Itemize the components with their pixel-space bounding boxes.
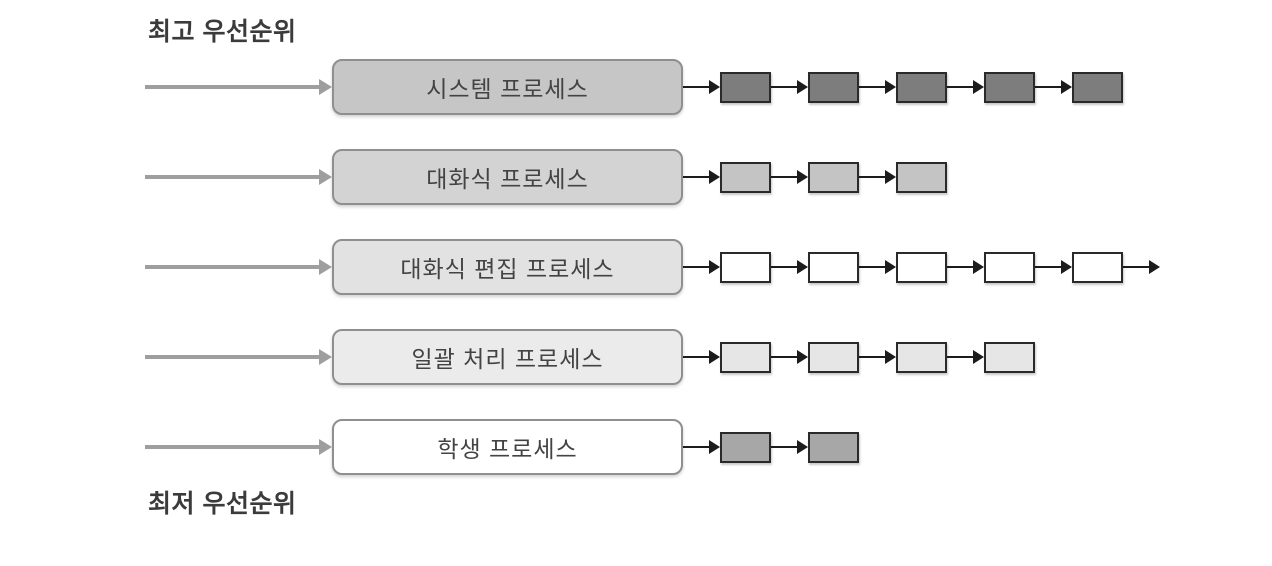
connector-arrow-icon	[771, 260, 808, 275]
queue-label: 학생 프로세스	[437, 436, 578, 462]
process-node	[896, 341, 947, 373]
queue-row-interactive-editing-process: 대화식 편집 프로세스	[145, 239, 1160, 295]
queue-box-system-process: 시스템 프로세스	[332, 59, 683, 115]
process-node	[808, 341, 859, 373]
feed-arrow	[145, 79, 332, 95]
process-node	[808, 71, 859, 103]
queue-row-student-process: 학생 프로세스	[145, 419, 859, 475]
connector-arrow-icon	[683, 350, 720, 365]
process-node	[808, 161, 859, 193]
process-node	[808, 251, 859, 283]
feed-arrow	[145, 439, 332, 455]
queue-label: 일괄 처리 프로세스	[411, 346, 604, 372]
process-node	[720, 71, 771, 103]
connector-arrow-icon	[1035, 260, 1072, 275]
process-node	[808, 431, 859, 463]
queue-row-interactive-process: 대화식 프로세스	[145, 149, 947, 205]
connector-arrow-icon	[859, 350, 896, 365]
connector-arrow-icon	[859, 80, 896, 95]
trailing-arrow-icon	[1123, 260, 1160, 275]
feed-arrow	[145, 169, 332, 185]
connector-arrow-icon	[947, 260, 984, 275]
process-node	[720, 431, 771, 463]
lowest-priority-label: 최저 우선순위	[148, 490, 297, 518]
connector-arrow-icon	[683, 170, 720, 185]
process-node	[896, 161, 947, 193]
queue-box-student-process: 학생 프로세스	[332, 419, 683, 475]
feed-arrow	[145, 349, 332, 365]
process-node	[720, 251, 771, 283]
highest-priority-label: 최고 우선순위	[148, 18, 297, 46]
connector-arrow-icon	[683, 260, 720, 275]
process-node	[720, 341, 771, 373]
connector-arrow-icon	[859, 170, 896, 185]
queue-box-batch-process: 일괄 처리 프로세스	[332, 329, 683, 385]
connector-arrow-icon	[771, 350, 808, 365]
process-node	[1072, 251, 1123, 283]
connector-arrow-icon	[947, 350, 984, 365]
process-node	[896, 71, 947, 103]
queue-label: 대화식 프로세스	[426, 166, 589, 192]
connector-arrow-icon	[771, 440, 808, 455]
process-node	[720, 161, 771, 193]
process-node	[984, 251, 1035, 283]
process-node	[1072, 71, 1123, 103]
connector-arrow-icon	[683, 440, 720, 455]
queue-label: 대화식 편집 프로세스	[400, 256, 615, 282]
queue-row-batch-process: 일괄 처리 프로세스	[145, 329, 1035, 385]
process-node	[984, 341, 1035, 373]
connector-arrow-icon	[683, 80, 720, 95]
queue-label: 시스템 프로세스	[426, 76, 589, 102]
process-node	[896, 251, 947, 283]
feed-arrow	[145, 259, 332, 275]
queue-row-system-process: 시스템 프로세스	[145, 59, 1123, 115]
connector-arrow-icon	[771, 170, 808, 185]
connector-arrow-icon	[1035, 80, 1072, 95]
queue-box-interactive-editing-process: 대화식 편집 프로세스	[332, 239, 683, 295]
connector-arrow-icon	[771, 80, 808, 95]
connector-arrow-icon	[859, 260, 896, 275]
queue-box-interactive-process: 대화식 프로세스	[332, 149, 683, 205]
connector-arrow-icon	[947, 80, 984, 95]
process-node	[984, 71, 1035, 103]
